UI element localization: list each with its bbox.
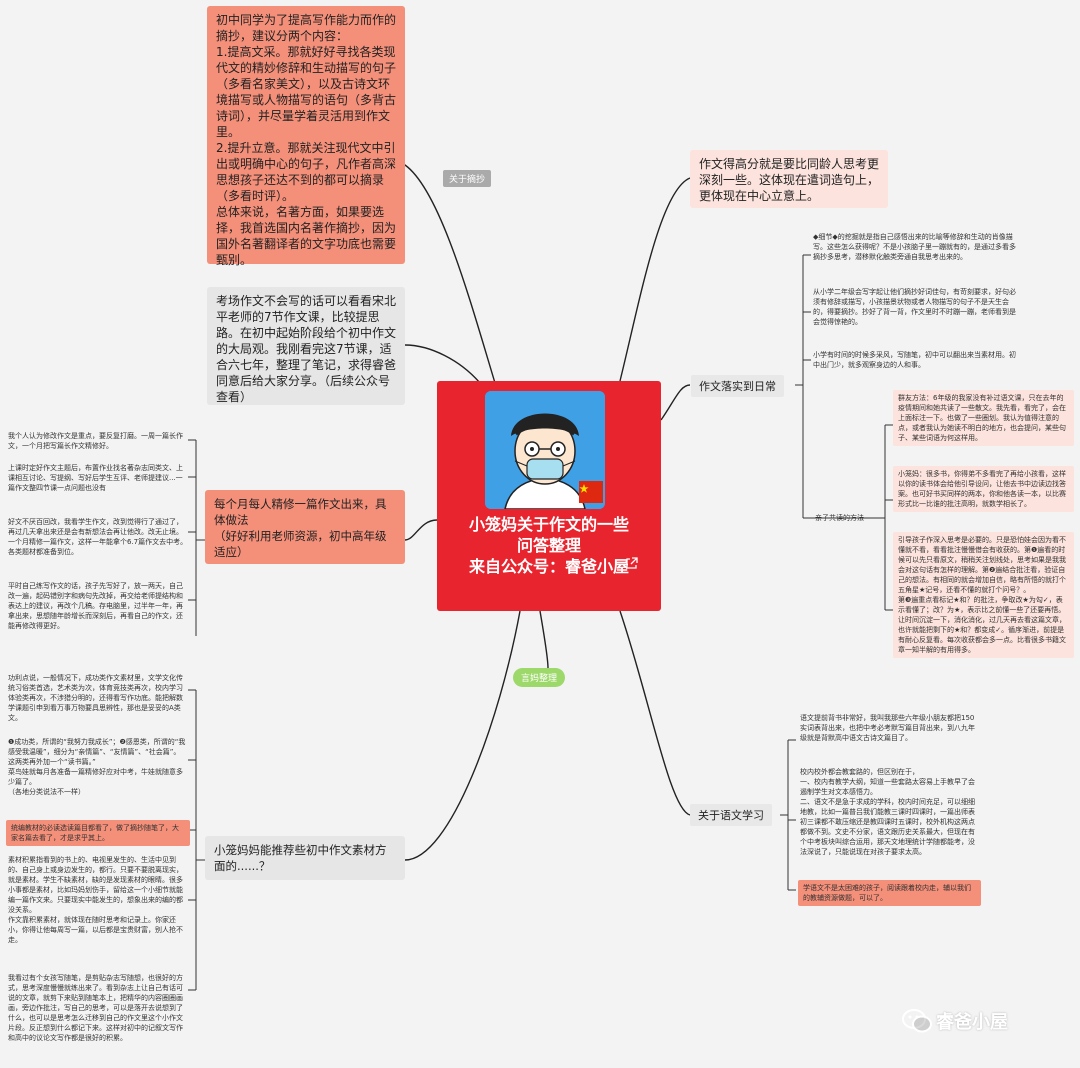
china-flag-icon — [579, 481, 603, 503]
link-exam — [404, 344, 481, 384]
watermark-text: 睿爸小屋 — [936, 1012, 1008, 1033]
avatar — [485, 391, 605, 509]
excerpt-advice[interactable]: 初中同学为了提高写作能力而作的摘抄，建议分两个内容： 1.提高文采。那就好好寻找… — [207, 6, 405, 267]
central-topic-title: 小笼妈关于作文的一些 问答整理 来自公众号：睿爸小屋 — [437, 514, 661, 577]
material-detail-4: 我看过有个女孩写随笔，是剪贴杂志写随想，也很好的方式，思考深度慢慢就练出来了。看… — [8, 974, 183, 1042]
material-detail-2: ❶成功类，所谓的“我努力我成长”；❷感恩类，所谓的“我感受我温暖”，细分为“亲情… — [8, 738, 186, 796]
material-question[interactable]: 小笼妈妈能推荐些初中作文素材方面的......？ — [205, 836, 405, 880]
external-link-icon[interactable] — [625, 555, 638, 574]
link-material — [404, 610, 521, 861]
monthly-detail-3: 好文不厌百回改，我看学生作文，改到觉得行了通过了，再过几天拿出来还是会有新想法会… — [8, 518, 188, 556]
central-topic[interactable]: 小笼妈关于作文的一些 问答整理 来自公众号：睿爸小屋 — [437, 381, 661, 611]
central-title-line-1: 小笼妈关于作文的一些 — [468, 515, 629, 534]
bracket-parent — [883, 424, 893, 611]
monthly-detail-1: 我个人认为修改作文是重点，要反复打磨。一周一篇长作文，一个月把写篇长作文精修好。 — [8, 432, 183, 450]
excerpt-label[interactable]: 关于摘抄 — [443, 170, 492, 187]
central-title-line-3: 来自公众号：睿爸小屋 — [468, 557, 629, 576]
compiled-label[interactable]: 言妈整理 — [513, 668, 566, 687]
cartoon-boy-icon — [485, 391, 605, 509]
monthly-detail-4: 平时自己练写作文的话，孩子先写好了，放一两天，自己改一遍，起码错别字和病句先改掉… — [8, 582, 183, 630]
link-green — [539, 610, 549, 669]
bracket-monthly — [188, 439, 205, 636]
bracket-chinese — [780, 739, 796, 891]
bracket-daily — [795, 254, 883, 519]
monthly-polish-topic[interactable]: 每个月每人精修一篇作文出来，具体做法 （好好利用老师资源，初中高年级适应） — [205, 490, 405, 564]
link-top-right — [619, 177, 691, 382]
parent-reading-label: 亲子共读的方法 — [815, 514, 864, 522]
bracket-material — [188, 689, 205, 991]
high-score-insight[interactable]: 作文得高分就是要比同龄人思考更深刻一些。这体现在遣词造句上，更体现在中心立意上。 — [690, 150, 888, 208]
link-chinese — [619, 610, 691, 816]
link-monthly — [404, 519, 438, 541]
exam-writing-advice[interactable]: 考场作文不会写的话可以看看宋北平老师的7节作文课，比较提思路。在初中起始阶段给个… — [207, 287, 405, 405]
daily-detail-2: 从小学二年级会写字起让他们摘抄好词佳句，有苛刻要求，好句必须有修辞或描写，小孩描… — [813, 288, 1016, 326]
material-detail-1: 功利点说，一般情况下，成功类作文素材里，文学文化传统习俗类首选，艺术类为次，体育… — [8, 674, 183, 722]
daily-detail-3: 小学有时间的时候多采风，写随笔，初中可以翻出来当素材用。初中出门少，就多观察身边… — [813, 351, 1016, 369]
link-excerpt — [297, 139, 496, 384]
central-title-line-2: 问答整理 — [516, 536, 581, 555]
link-daily — [660, 384, 691, 421]
material-highlight: 统编教材的必读选读篇目都看了，做了摘抄随笔了，大家名篇去看了，才是求乎其上。 — [6, 820, 190, 846]
monthly-detail-2: 上课时定好作文主题后，布置作业找名著杂志同类文、上课相互讨论、写提纲、写好后学生… — [8, 464, 183, 492]
daily-practice-topic[interactable]: 作文落实到日常 — [691, 375, 784, 397]
material-detail-3: 素材积累指看到的书上的、电视里发生的、生活中见到的、自己身上或身边发生的，都行。… — [8, 856, 183, 944]
parent-reading-3: 引导孩子作深入思考是必要的。只是恐怕娃会因为看不懂就不看，看看批注慢慢借会有收获… — [893, 532, 1074, 658]
chinese-highlight: 学语文不是太困难的孩子，阅读跟着校内走，辅以我们的教辅资源做题，可以了。 — [798, 880, 981, 906]
chinese-detail-1: 语文提前背书非常好，我叫我那些六年级小朋友都把150实词表背出来，也把中考必考默… — [800, 714, 975, 742]
chinese-study-topic[interactable]: 关于语文学习 — [690, 804, 772, 826]
parent-reading-1: 群友方法：6年级的我家没有补过语文课，只在去年的疫情期间和她共读了一些散文。我先… — [893, 390, 1074, 446]
daily-detail-1: ◆细节◆的挖掘就是指自己感悟出来的比喻等修辞和生动的肖像描写。这些怎么获得呢？不… — [813, 233, 1016, 261]
wechat-icon — [902, 1008, 932, 1038]
chinese-detail-2: 校内校外都会教套路的，但区别在于， 一、校内有教学大纲，知道一些套路太容易上手教… — [800, 768, 975, 856]
parent-reading-2: 小笼妈：很多书，你得弟不多看完了再给小孩看，这样以你的读书体会给他引导设问，让他… — [893, 466, 1074, 512]
